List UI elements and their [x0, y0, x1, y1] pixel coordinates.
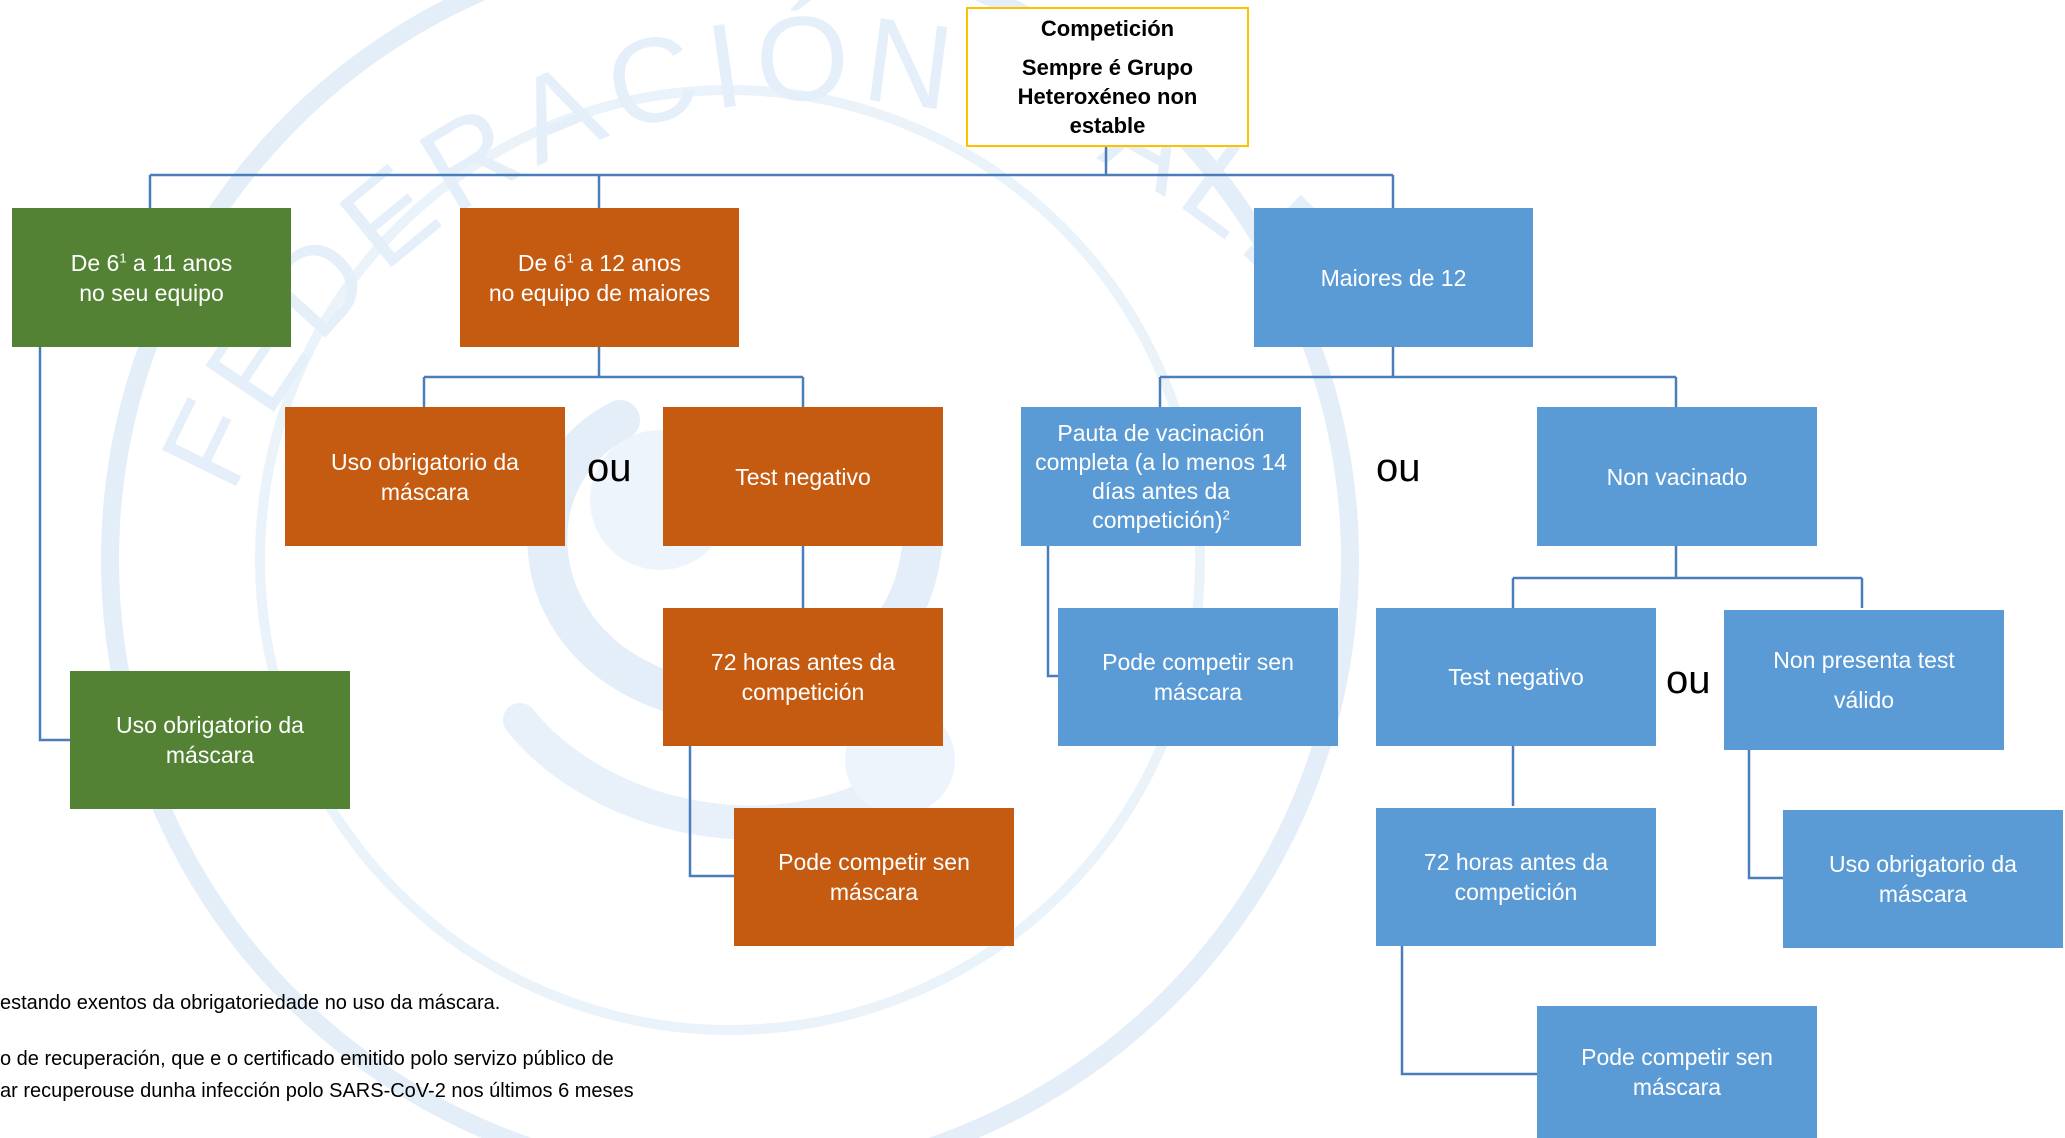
or-connector-test: ou	[1666, 658, 1711, 702]
blue-no-mask-label: Pode competir sen máscara	[1581, 1044, 1773, 1100]
orange-no-mask-box: Pode competir sen máscara	[734, 808, 1014, 946]
vaccinated-no-mask-box: Pode competir sen máscara	[1058, 608, 1338, 746]
orange-negative-test-box: Test negativo	[663, 407, 943, 546]
not-vaccinated-box: Non vacinado	[1537, 407, 1817, 546]
green-mask-required-box: Uso obrigatorio da máscara	[70, 671, 350, 809]
orange-72h-label: 72 horas antes da competición	[710, 649, 896, 705]
age-6-11-line2: no seu equipo	[79, 279, 224, 306]
blue-72h-box: 72 horas antes da competición	[1376, 808, 1656, 946]
no-valid-test-box: Non presenta test válido	[1724, 610, 2004, 750]
group-type-label: Sempre é Grupo Heteroxéneo non estable	[1017, 55, 1198, 138]
blue-negative-test-box: Test negativo	[1376, 608, 1656, 746]
or-connector-orange: ou	[587, 446, 632, 490]
age-6-12-line2: no equipo de maiores	[488, 279, 711, 306]
footnote-2-line2: ar recuperouse dunha infección polo SARS…	[0, 1080, 634, 1102]
orange-negative-test-label: Test negativo	[735, 463, 871, 490]
blue-no-mask-box: Pode competir sen máscara	[1537, 1006, 1817, 1138]
vaccinated-box: Pauta de vacinación completa (a lo menos…	[1021, 407, 1301, 546]
age-6-12-box: De 61 a 12 anos no equipo de maiores	[460, 208, 739, 347]
blue-negative-test-label: Test negativo	[1448, 664, 1584, 690]
footnote-2-line1: o de recuperación, que e o certificado e…	[0, 1048, 614, 1070]
over-12-label: Maiores de 12	[1320, 264, 1467, 291]
competition-header-box: Competición Sempre é Grupo Heteroxéneo n…	[966, 7, 1249, 147]
vaccinated-no-mask-label: Pode competir sen máscara	[1102, 649, 1294, 705]
blue-72h-label: 72 horas antes da competición	[1423, 849, 1609, 905]
age-6-11-line1: De 61 a 11 anos	[70, 249, 233, 276]
vaccinated-label: Pauta de vacinación completa (a lo menos…	[1035, 419, 1287, 533]
orange-72h-box: 72 horas antes da competición	[663, 608, 943, 746]
green-mask-required-label: Uso obrigatorio da máscara	[116, 712, 304, 768]
orange-mask-required-label: Uso obrigatorio da máscara	[331, 448, 519, 505]
blue-mask-required-label: Uso obrigatorio da máscara	[1829, 851, 2017, 907]
age-6-12-line1: De 61 a 12 anos	[517, 249, 682, 276]
no-valid-test-label: Non presenta test válido	[1773, 647, 1955, 713]
footnote-1: estando exentos da obrigatoriedade no us…	[0, 992, 501, 1014]
over-12-box: Maiores de 12	[1254, 208, 1533, 347]
orange-no-mask-label: Pode competir sen máscara	[778, 849, 970, 905]
orange-mask-required-box: Uso obrigatorio da máscara	[285, 407, 565, 546]
age-6-11-box: De 61 a 11 anos no seu equipo	[12, 208, 291, 347]
blue-mask-required-box: Uso obrigatorio da máscara	[1783, 810, 2063, 948]
competition-title: Competición	[1040, 16, 1175, 41]
or-connector-vaccination: ou	[1376, 446, 1421, 490]
not-vaccinated-label: Non vacinado	[1606, 463, 1748, 490]
